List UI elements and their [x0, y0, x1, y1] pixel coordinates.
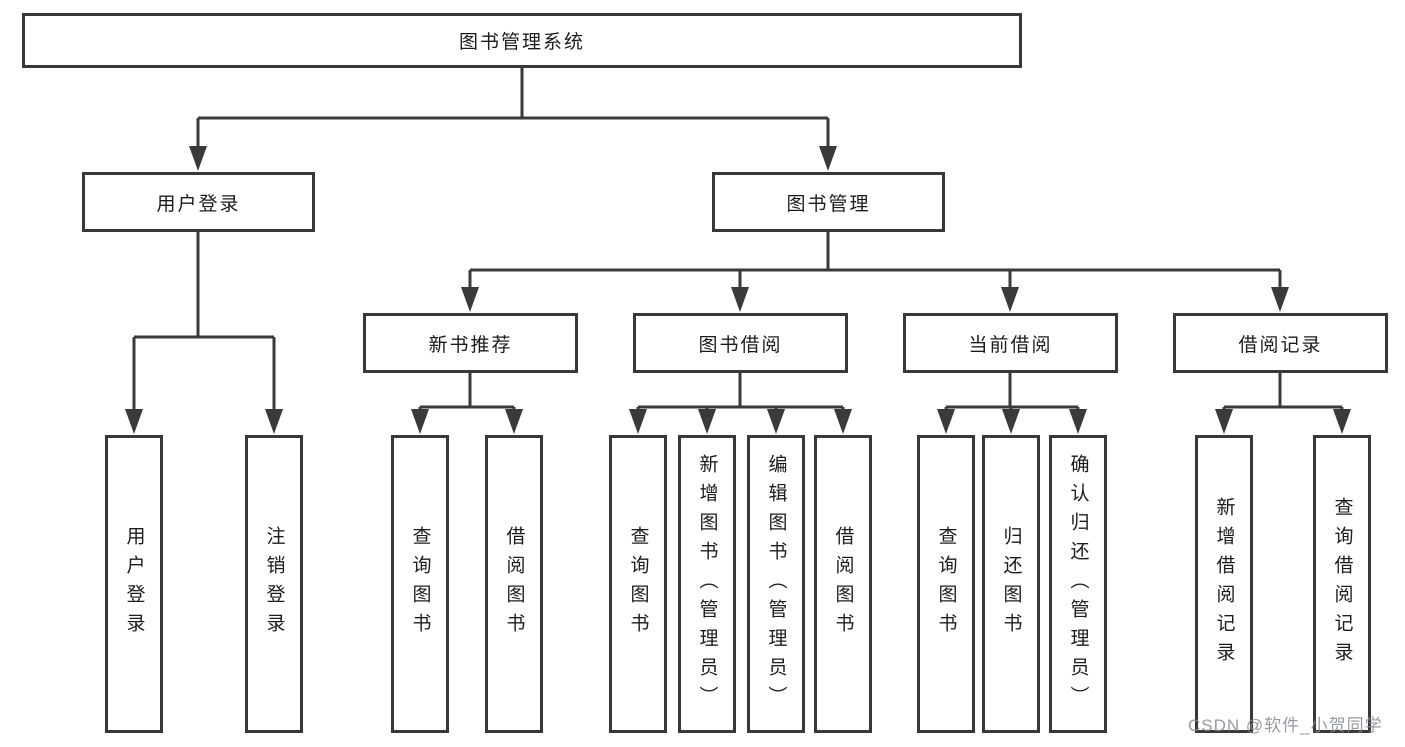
node-leaf-record-add-borrow-record: 新增借阅记录: [1195, 435, 1253, 733]
node-leaf-borrow-add-books-admin-label: 新增图书（管理员）: [696, 453, 718, 715]
node-borrow-record-label: 借阅记录: [1238, 334, 1323, 356]
node-leaf-borrow-query-books-label: 查询图书: [627, 526, 649, 642]
node-leaf-borrow-borrow-books-label: 借阅图书: [832, 526, 854, 642]
node-user-login-group: 用户登录: [82, 172, 315, 232]
node-library-system: 图书管理系统: [22, 13, 1022, 68]
node-leaf-recommend-borrow-books: 借阅图书: [485, 435, 543, 733]
node-leaf-logout: 注销登录: [245, 435, 303, 733]
node-leaf-record-add-borrow-record-label: 新增借阅记录: [1213, 497, 1235, 671]
node-new-book-recommend-label: 新书推荐: [428, 334, 513, 356]
node-leaf-borrow-edit-books-admin: 编辑图书（管理员）: [747, 435, 805, 733]
node-book-borrow-label: 图书借阅: [698, 334, 783, 356]
node-new-book-recommend: 新书推荐: [363, 313, 578, 373]
node-leaf-current-query-books-label: 查询图书: [935, 526, 957, 642]
node-leaf-current-return-books-label: 归还图书: [1000, 526, 1022, 642]
watermark-text: CSDN @软件_小贺同学: [1188, 716, 1383, 735]
node-leaf-current-confirm-return-admin: 确认归还（管理员）: [1049, 435, 1107, 733]
node-leaf-logout-label: 注销登录: [263, 526, 285, 642]
node-leaf-recommend-query-books-label: 查询图书: [409, 526, 431, 642]
node-user-login-group-label: 用户登录: [156, 193, 241, 215]
node-library-system-label: 图书管理系统: [458, 32, 585, 53]
node-leaf-record-query-borrow-record-label: 查询借阅记录: [1331, 497, 1353, 671]
node-book-borrow: 图书借阅: [633, 313, 848, 373]
node-leaf-borrow-edit-books-admin-label: 编辑图书（管理员）: [765, 453, 787, 715]
node-leaf-borrow-add-books-admin: 新增图书（管理员）: [678, 435, 736, 733]
node-current-borrow: 当前借阅: [903, 313, 1118, 373]
node-book-management-label: 图书管理: [786, 193, 871, 215]
node-leaf-record-query-borrow-record: 查询借阅记录: [1313, 435, 1371, 733]
node-leaf-recommend-query-books: 查询图书: [391, 435, 449, 733]
node-leaf-user-login: 用户登录: [105, 435, 163, 733]
node-borrow-record: 借阅记录: [1173, 313, 1388, 373]
node-leaf-user-login-label: 用户登录: [123, 526, 145, 642]
node-current-borrow-label: 当前借阅: [968, 334, 1053, 356]
node-book-management: 图书管理: [712, 172, 945, 232]
node-leaf-borrow-borrow-books: 借阅图书: [814, 435, 872, 733]
node-leaf-borrow-query-books: 查询图书: [609, 435, 667, 733]
node-leaf-current-confirm-return-admin-label: 确认归还（管理员）: [1067, 453, 1089, 715]
node-leaf-current-query-books: 查询图书: [917, 435, 975, 733]
node-leaf-current-return-books: 归还图书: [982, 435, 1040, 733]
node-leaf-recommend-borrow-books-label: 借阅图书: [503, 526, 525, 642]
